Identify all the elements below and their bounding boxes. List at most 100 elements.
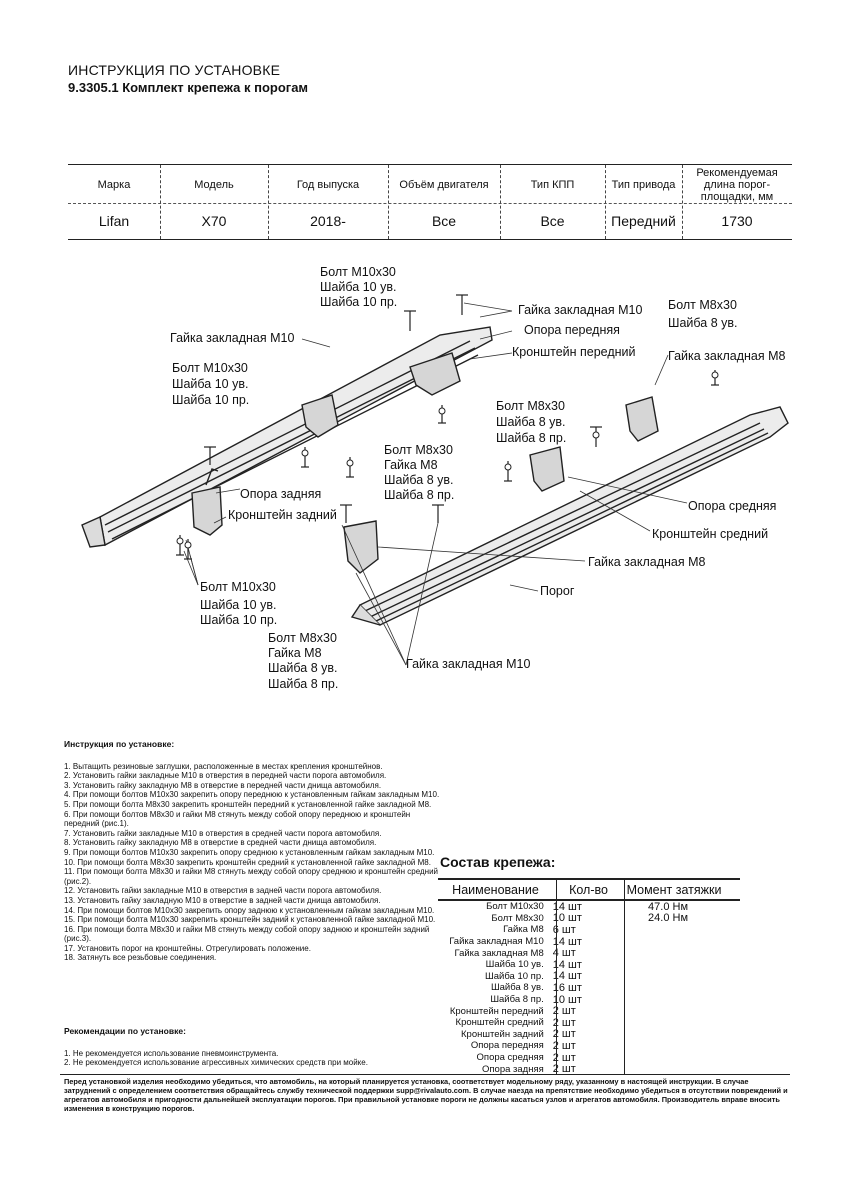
parts-col-divider	[556, 878, 557, 1074]
parts-cell-name: Болт М8х30	[491, 912, 544, 924]
parts-title: Состав крепежа:	[440, 854, 556, 870]
label-bolt-bottom-1: Болт М10х30	[200, 580, 276, 594]
parts-cell-qty: 6 шт	[552, 923, 576, 936]
spec-value-year: 2018-	[310, 213, 346, 229]
spec-value-brand: Lifan	[98, 213, 130, 229]
label-nut-m8-bottom: Гайка закладная М8	[588, 555, 706, 569]
parts-cell-name: Опора средняя	[476, 1052, 544, 1064]
spec-value-length: 1730	[721, 213, 753, 229]
parts-cell-qty: 2 шт	[552, 1063, 576, 1076]
sill-right-end-cap	[350, 604, 381, 626]
parts-cell-qty: 10 шт	[552, 912, 582, 925]
parts-row: Шайба 10 пр.14 шт	[438, 970, 740, 982]
spec-header-engine: Объём двигателя	[399, 179, 489, 191]
parts-cell-qty: 2 шт	[552, 1039, 576, 1052]
label-nut-m8-right: Гайка закладная М8	[668, 349, 786, 363]
label-washer-center-a: Шайба 8 ув.	[384, 473, 454, 487]
spec-table-value-row: Lifan X70 2018- Все Все Передний 1730	[68, 205, 792, 237]
spec-value-engine: Все	[431, 213, 457, 229]
parts-header-torque: Момент затяжки	[626, 882, 722, 897]
parts-cell-qty: 2 шт	[552, 1016, 576, 1029]
parts-cell-qty: 4 шт	[552, 947, 576, 960]
spec-table-header-row: Марка Модель Год выпуска Объём двигателя…	[68, 167, 792, 203]
label-washer-left-1a: Шайба 10 ув.	[172, 377, 249, 391]
bracket-front-right-part	[625, 396, 659, 442]
label-bracket-mid: Кронштейн средний	[652, 527, 769, 541]
label-bracket-front: Кронштейн передний	[512, 345, 636, 359]
spec-header-year: Год выпуска	[296, 179, 360, 191]
label-nut-bottom-2: Гайка М8	[268, 646, 322, 660]
instruction-step: 8. Установить гайку закладную М8 в отвер…	[64, 838, 377, 848]
instruction-step: 16. При помощи болта М8х30 и гайки М8 ст…	[64, 924, 430, 944]
label-nut-m10-left: Гайка закладная М10	[170, 331, 295, 345]
spec-divider	[388, 165, 389, 239]
parts-cell-qty: 10 шт	[552, 993, 582, 1006]
instruction-step: 12. Установить гайки закладные М10 в отв…	[64, 886, 382, 896]
recommendation-item: 1. Не рекомендуется использование пневмо…	[64, 1048, 279, 1058]
spec-header-model: Модель	[194, 179, 234, 191]
instruction-step: 14. При помощи болтов М10х30 закрепить о…	[64, 905, 435, 915]
label-bolt-top-1: Болт М10х30	[320, 265, 396, 279]
leader-lines	[183, 302, 688, 666]
label-washer-left-1b: Шайба 10 пр.	[172, 393, 250, 407]
parts-header-row: Наименование Кол-во Момент затяжки	[438, 878, 740, 901]
label-nut-center: Гайка М8	[384, 458, 438, 472]
parts-cell-qty: 14 шт	[552, 958, 582, 971]
parts-row: Опора средняя 2 шт	[438, 1052, 740, 1064]
instruction-step: 7. Установить гайки закладные М10 в отве…	[64, 828, 382, 838]
parts-cell-name: Болт М10х30	[486, 901, 544, 913]
spec-value-drive: Передний	[611, 213, 676, 229]
instruction-step: 11. При помощи болта М8х30 и гайки М8 ст…	[64, 867, 439, 886]
label-washer-center-b: Шайба 8 пр.	[384, 488, 455, 502]
label-bolt-bottom-2: Болт М8х30	[268, 631, 337, 645]
spec-divider	[500, 165, 501, 239]
spec-table-bottom-border	[68, 239, 792, 240]
parts-cell-name: Шайба 8 ув.	[490, 982, 544, 994]
spec-header-brand: Марка	[97, 179, 131, 191]
instruction-step: 5. При помощи болта М8х30 закрепить крон…	[64, 799, 432, 809]
parts-cell-name: Шайба 8 пр.	[490, 994, 544, 1006]
parts-cell-qty: 2 шт	[552, 1028, 576, 1041]
label-washer-top-1a: Шайба 10 ув.	[320, 280, 397, 294]
spec-divider	[605, 165, 606, 239]
parts-cell-qty: 14 шт	[552, 935, 582, 948]
label-washer-top-1b: Шайба 10 пр.	[320, 295, 398, 309]
label-washer-bottom-1b: Шайба 10 пр.	[200, 613, 278, 627]
parts-cell-qty: 2 шт	[552, 1005, 576, 1018]
parts-cell-torque: 47.0 Нм	[648, 900, 689, 913]
instruction-step: 2. Установить гайки закладные М10 в отве…	[64, 771, 387, 781]
instruction-step: 13. Установить гайку закладную М10 в отв…	[64, 895, 381, 905]
spec-header-gearbox: Тип КПП	[530, 179, 575, 191]
label-bolt-m8-right: Болт М8х30	[668, 298, 737, 312]
instruction-step: 3. Установить гайку закладную М8 в отвер…	[64, 780, 382, 790]
parts-cell-qty: 2 шт	[552, 1051, 576, 1064]
instruction-step: 10. При помощи болта М8х30 закрепить кро…	[64, 857, 431, 867]
label-bracket-rear: Кронштейн задний	[228, 508, 337, 522]
parts-cell-name: Шайба 10 ув.	[485, 959, 544, 971]
washers-group	[176, 371, 719, 549]
footer-disclaimer: Перед установкой изделия необходимо убед…	[64, 1077, 788, 1113]
label-support-front: Опора передняя	[524, 323, 620, 337]
sill-left-end-cap	[81, 515, 106, 548]
spec-header-drive: Тип привода	[611, 179, 676, 191]
instruction-step: 1. Вытащить резиновые заглушки, располож…	[64, 761, 383, 771]
label-support-rear: Опора задняя	[240, 487, 322, 501]
instruction-step: 15. При помощи болта М10х30 закрепить кр…	[64, 915, 436, 925]
label-sill: Порог	[540, 584, 575, 598]
instruction-step: 6. При помощи болтов М8х30 и гайки М8 ст…	[64, 809, 411, 829]
spec-divider	[268, 165, 269, 239]
spec-value-gearbox: Все	[540, 213, 565, 229]
installation-instructions: Инструкция по установке: 1. Вытащить рез…	[64, 739, 444, 963]
assembly-drawing	[81, 294, 789, 666]
spec-divider	[682, 165, 683, 239]
recommendation-item: 2. Не рекомендуется использование агресс…	[64, 1058, 368, 1068]
spec-table-mid-border	[68, 203, 792, 204]
